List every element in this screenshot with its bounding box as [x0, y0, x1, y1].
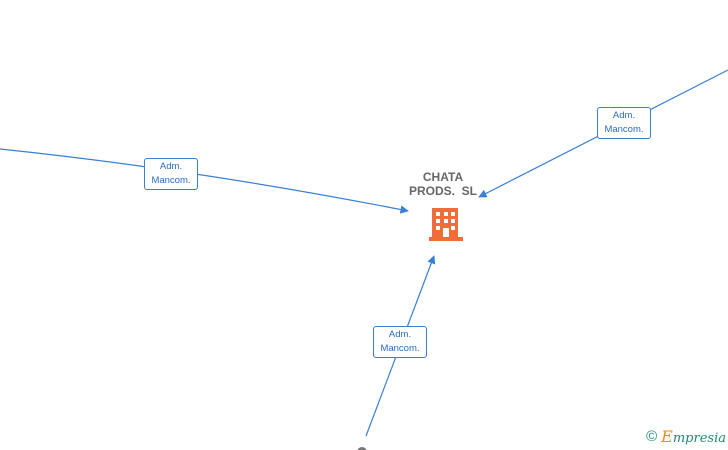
offscreen-node-bottom[interactable] — [357, 447, 367, 450]
edge-label-role: Adm. — [388, 329, 412, 340]
edge-label-role-type: Mancom. — [151, 175, 191, 186]
brand-logo: Empresia — [661, 427, 726, 446]
edge-label-left[interactable]: Adm. Mancom. — [144, 158, 198, 190]
company-name-line2: PRODS. SL — [408, 184, 477, 198]
brand-logo-rest: mpresia — [672, 431, 726, 446]
edge-label-role-type: Mancom. — [380, 343, 420, 354]
company-name-line1: CHATA — [422, 170, 464, 184]
edge-left — [0, 148, 409, 214]
edge-label-role: Adm. — [159, 161, 183, 172]
edge-label-right[interactable]: Adm. Mancom. — [597, 107, 651, 139]
edge-label-bottom[interactable]: Adm. Mancom. — [373, 326, 427, 358]
building-icon[interactable] — [429, 206, 463, 242]
edge-label-role-type: Mancom. — [604, 124, 644, 135]
brand-logo-initial: E — [661, 427, 673, 446]
copyright-icon: © — [646, 428, 658, 445]
company-name[interactable]: CHATA PRODS. SL — [400, 170, 486, 198]
edge-label-role: Adm. — [612, 110, 636, 121]
watermark: © Empresia — [646, 427, 726, 446]
